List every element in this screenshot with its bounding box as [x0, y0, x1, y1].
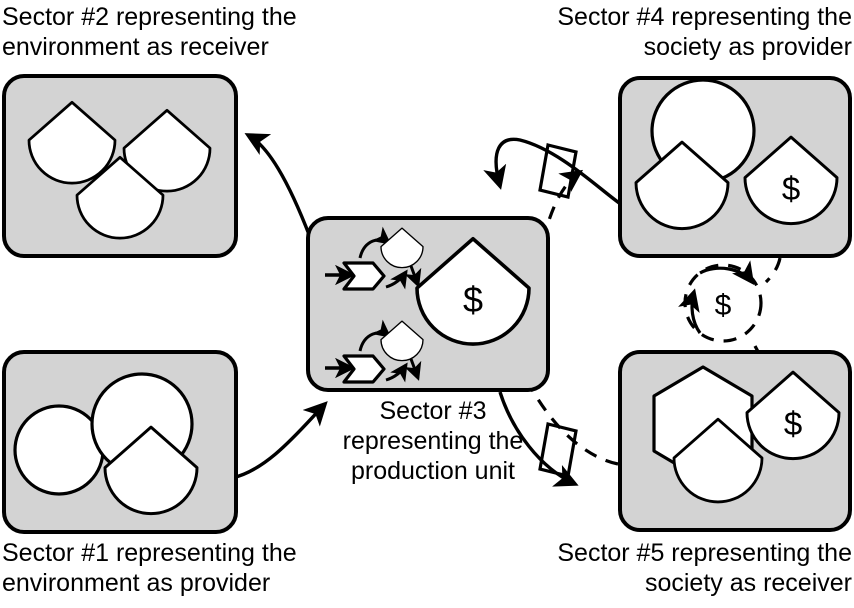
money-cycle[interactable]: $ — [678, 260, 763, 343]
transaction-marker-upper[interactable] — [538, 143, 578, 199]
sector1-shape-circle-1 — [13, 404, 105, 496]
flow-sector3-to-sector5 — [498, 391, 579, 487]
sector-box-sector3[interactable]: $ — [306, 216, 550, 392]
sector-box-sector2[interactable] — [2, 74, 238, 258]
sector-label-sector2: Sector #2 representing the environment a… — [2, 3, 297, 61]
sector-box-sector5[interactable]: $ — [618, 350, 852, 532]
sector3-shape-shield-money: $ — [415, 236, 531, 346]
sector5-shape-shield-money: $ — [745, 370, 841, 461]
sector-label-sector3: Sector #3 representing the production un… — [342, 397, 524, 485]
sector3-money-symbol: $ — [463, 279, 483, 320]
sector4-shape-shield-money: $ — [743, 135, 839, 226]
transaction-marker-lower[interactable] — [538, 422, 578, 478]
sector-box-sector4[interactable]: $ — [618, 76, 852, 258]
flow-sector1-to-sector3 — [231, 401, 328, 480]
sector4-money-symbol: $ — [782, 170, 800, 207]
money-cycle-symbol: $ — [715, 289, 732, 322]
sector5-money-symbol: $ — [784, 405, 802, 442]
sector-label-sector4: Sector #4 representing the society as pr… — [557, 3, 852, 61]
sector-label-sector5: Sector #5 representing the society as re… — [557, 539, 852, 597]
sector3-process-1 — [325, 226, 424, 291]
sector3-process-2 — [325, 319, 424, 384]
sector-box-sector1[interactable] — [2, 350, 238, 534]
sector-label-sector1: Sector #1 representing the environment a… — [2, 539, 297, 597]
flow-sector4-to-sector3 — [483, 137, 623, 207]
flow-sector3-to-sector2 — [244, 133, 312, 238]
